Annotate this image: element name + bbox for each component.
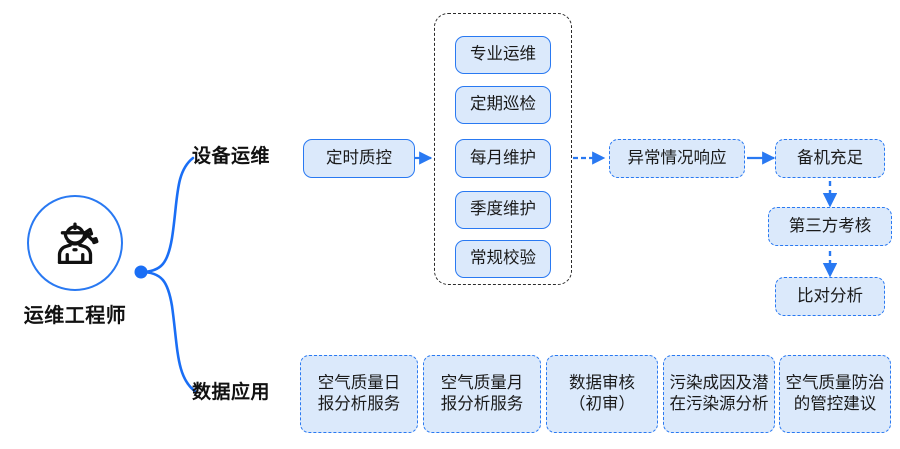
node-comparison-analysis[interactable]: 比对分析 [775, 277, 885, 316]
node-third-party-audit[interactable]: 第三方考核 [768, 207, 892, 246]
node-routine-calibration[interactable]: 常规校验 [455, 240, 551, 278]
node-data-review-preliminary[interactable]: 数据审核 （初审） [546, 355, 658, 433]
branch-label-data-application[interactable]: 数据应用 [192, 382, 271, 403]
node-pollution-cause-analysis[interactable]: 污染成因及潜 在污染源分析 [663, 355, 775, 433]
root-icon-circle [27, 195, 123, 291]
branch-curve-equipment-ops [139, 156, 195, 274]
node-professional-ops[interactable]: 专业运维 [455, 36, 551, 74]
branch-hub-dot [134, 265, 148, 279]
branch-label-equipment-ops[interactable]: 设备运维 [192, 146, 271, 167]
maintenance-group-container [434, 13, 572, 285]
node-sufficient-standby[interactable]: 备机充足 [775, 139, 885, 178]
root-label: 运维工程师 [23, 305, 127, 327]
engineer-worker-icon [57, 222, 99, 265]
node-quarterly-maintenance[interactable]: 季度维护 [455, 191, 551, 229]
node-daily-air-quality-report[interactable]: 空气质量日 报分析服务 [300, 355, 418, 433]
node-monthly-air-quality-report[interactable]: 空气质量月 报分析服务 [423, 355, 541, 433]
node-abnormal-response[interactable]: 异常情况响应 [609, 139, 745, 178]
node-regular-inspection[interactable]: 定期巡检 [455, 86, 551, 124]
node-monthly-maintenance[interactable]: 每月维护 [455, 139, 551, 178]
root-node[interactable]: 运维工程师 [20, 195, 130, 328]
branch-curve-data-application [139, 270, 198, 394]
node-air-quality-control-advice[interactable]: 空气质量防治 的管控建议 [779, 355, 891, 433]
node-scheduled-quality-control[interactable]: 定时质控 [303, 139, 415, 178]
